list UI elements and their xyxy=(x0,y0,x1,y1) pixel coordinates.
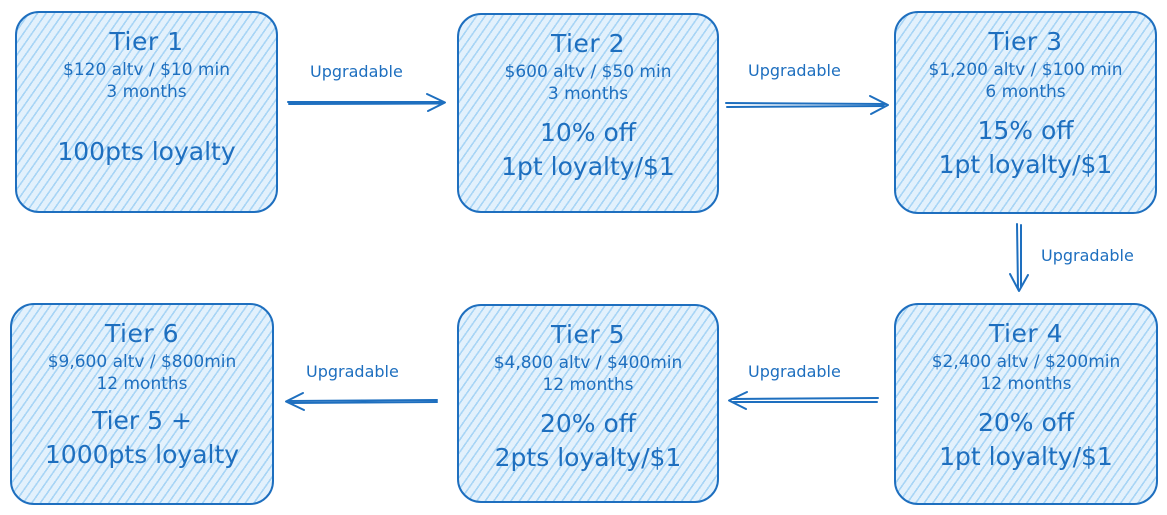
arrow-tier5-to-tier6 xyxy=(285,392,438,411)
arrow-tier4-to-tier5 xyxy=(728,391,879,410)
tier-title: Tier 3 xyxy=(988,27,1063,56)
tier-price: $120 altv / $10 min xyxy=(63,60,230,80)
tier-benefits: 15% off 1pt loyalty/$1 xyxy=(896,114,1155,182)
tier-benefits: 100pts loyalty xyxy=(17,135,276,169)
tier-duration: 3 months xyxy=(106,82,187,102)
tier-price: $600 altv / $50 min xyxy=(504,62,672,82)
tier-benefit-loyalty: 100pts loyalty xyxy=(57,137,236,166)
tier-benefit-loyalty: 1pt loyalty/$1 xyxy=(938,150,1113,179)
tier-2-box: Tier 2 $600 altv / $50 min 3 months 10% … xyxy=(457,13,719,213)
tier-duration: 12 months xyxy=(542,375,634,395)
tier-benefits: Tier 5 + 1000pts loyalty xyxy=(12,404,272,472)
tier-benefit-loyalty: 2pts loyalty/$1 xyxy=(494,443,682,472)
tier-price: $4,800 altv / $400min xyxy=(493,353,683,373)
tier-benefit-discount: 20% off xyxy=(977,408,1075,437)
tier-title: Tier 4 xyxy=(989,319,1063,348)
tier-6-box: Tier 6 $9,600 altv / $800min 12 months T… xyxy=(10,303,274,505)
tier-benefit-discount: 15% off xyxy=(977,116,1074,145)
tier-5-box: Tier 5 $4,800 altv / $400min 12 months 2… xyxy=(457,304,719,503)
tier-benefit-loyalty: 1000pts loyalty xyxy=(44,440,240,469)
tier-benefits: 10% off 1pt loyalty/$1 xyxy=(459,116,717,184)
tier-benefit-discount: 10% off xyxy=(539,118,637,147)
tier-3-box: Tier 3 $1,200 altv / $100 min 6 months 1… xyxy=(894,11,1157,214)
edge-label-tier1-tier2: Upgradable xyxy=(310,62,403,81)
tier-title: Tier 6 xyxy=(105,319,179,348)
tier-duration: 12 months xyxy=(980,374,1072,394)
tier-price: $1,200 altv / $100 min xyxy=(928,60,1123,80)
tier-duration: 12 months xyxy=(96,374,188,394)
tier-benefit-loyalty: 1pt loyalty/$1 xyxy=(501,152,675,181)
tier-4-box: Tier 4 $2,400 altv / $200min 12 months 2… xyxy=(894,303,1158,505)
edge-label-tier4-tier5: Upgradable xyxy=(748,362,841,381)
arrow-tier3-to-tier4 xyxy=(1009,223,1029,292)
tier-duration: 3 months xyxy=(547,84,629,104)
edge-label-tier2-tier3: Upgradable xyxy=(748,61,841,80)
tier-title: Tier 5 xyxy=(551,320,625,349)
tier-benefits: 20% off 2pts loyalty/$1 xyxy=(459,407,717,475)
tier-duration: 6 months xyxy=(985,82,1066,102)
tier-price: $2,400 altv / $200min xyxy=(931,352,1121,372)
arrow-tier2-to-tier3 xyxy=(725,95,889,115)
edge-label-tier5-tier6: Upgradable xyxy=(306,362,399,381)
tier-title: Tier 2 xyxy=(551,29,625,58)
tier-benefits: 20% off 1pt loyalty/$1 xyxy=(896,406,1156,474)
tier-1-box: Tier 1 $120 altv / $10 min 3 months 100p… xyxy=(15,11,278,213)
tier-benefit-inherit: Tier 5 + xyxy=(92,406,192,435)
tier-benefit-discount: 20% off xyxy=(539,409,637,438)
edge-label-tier3-tier4: Upgradable xyxy=(1041,246,1134,265)
tier-price: $9,600 altv / $800min xyxy=(47,352,237,372)
tier-title: Tier 1 xyxy=(109,27,184,56)
arrow-tier1-to-tier2 xyxy=(287,93,446,112)
tier-benefit-loyalty: 1pt loyalty/$1 xyxy=(939,442,1113,471)
